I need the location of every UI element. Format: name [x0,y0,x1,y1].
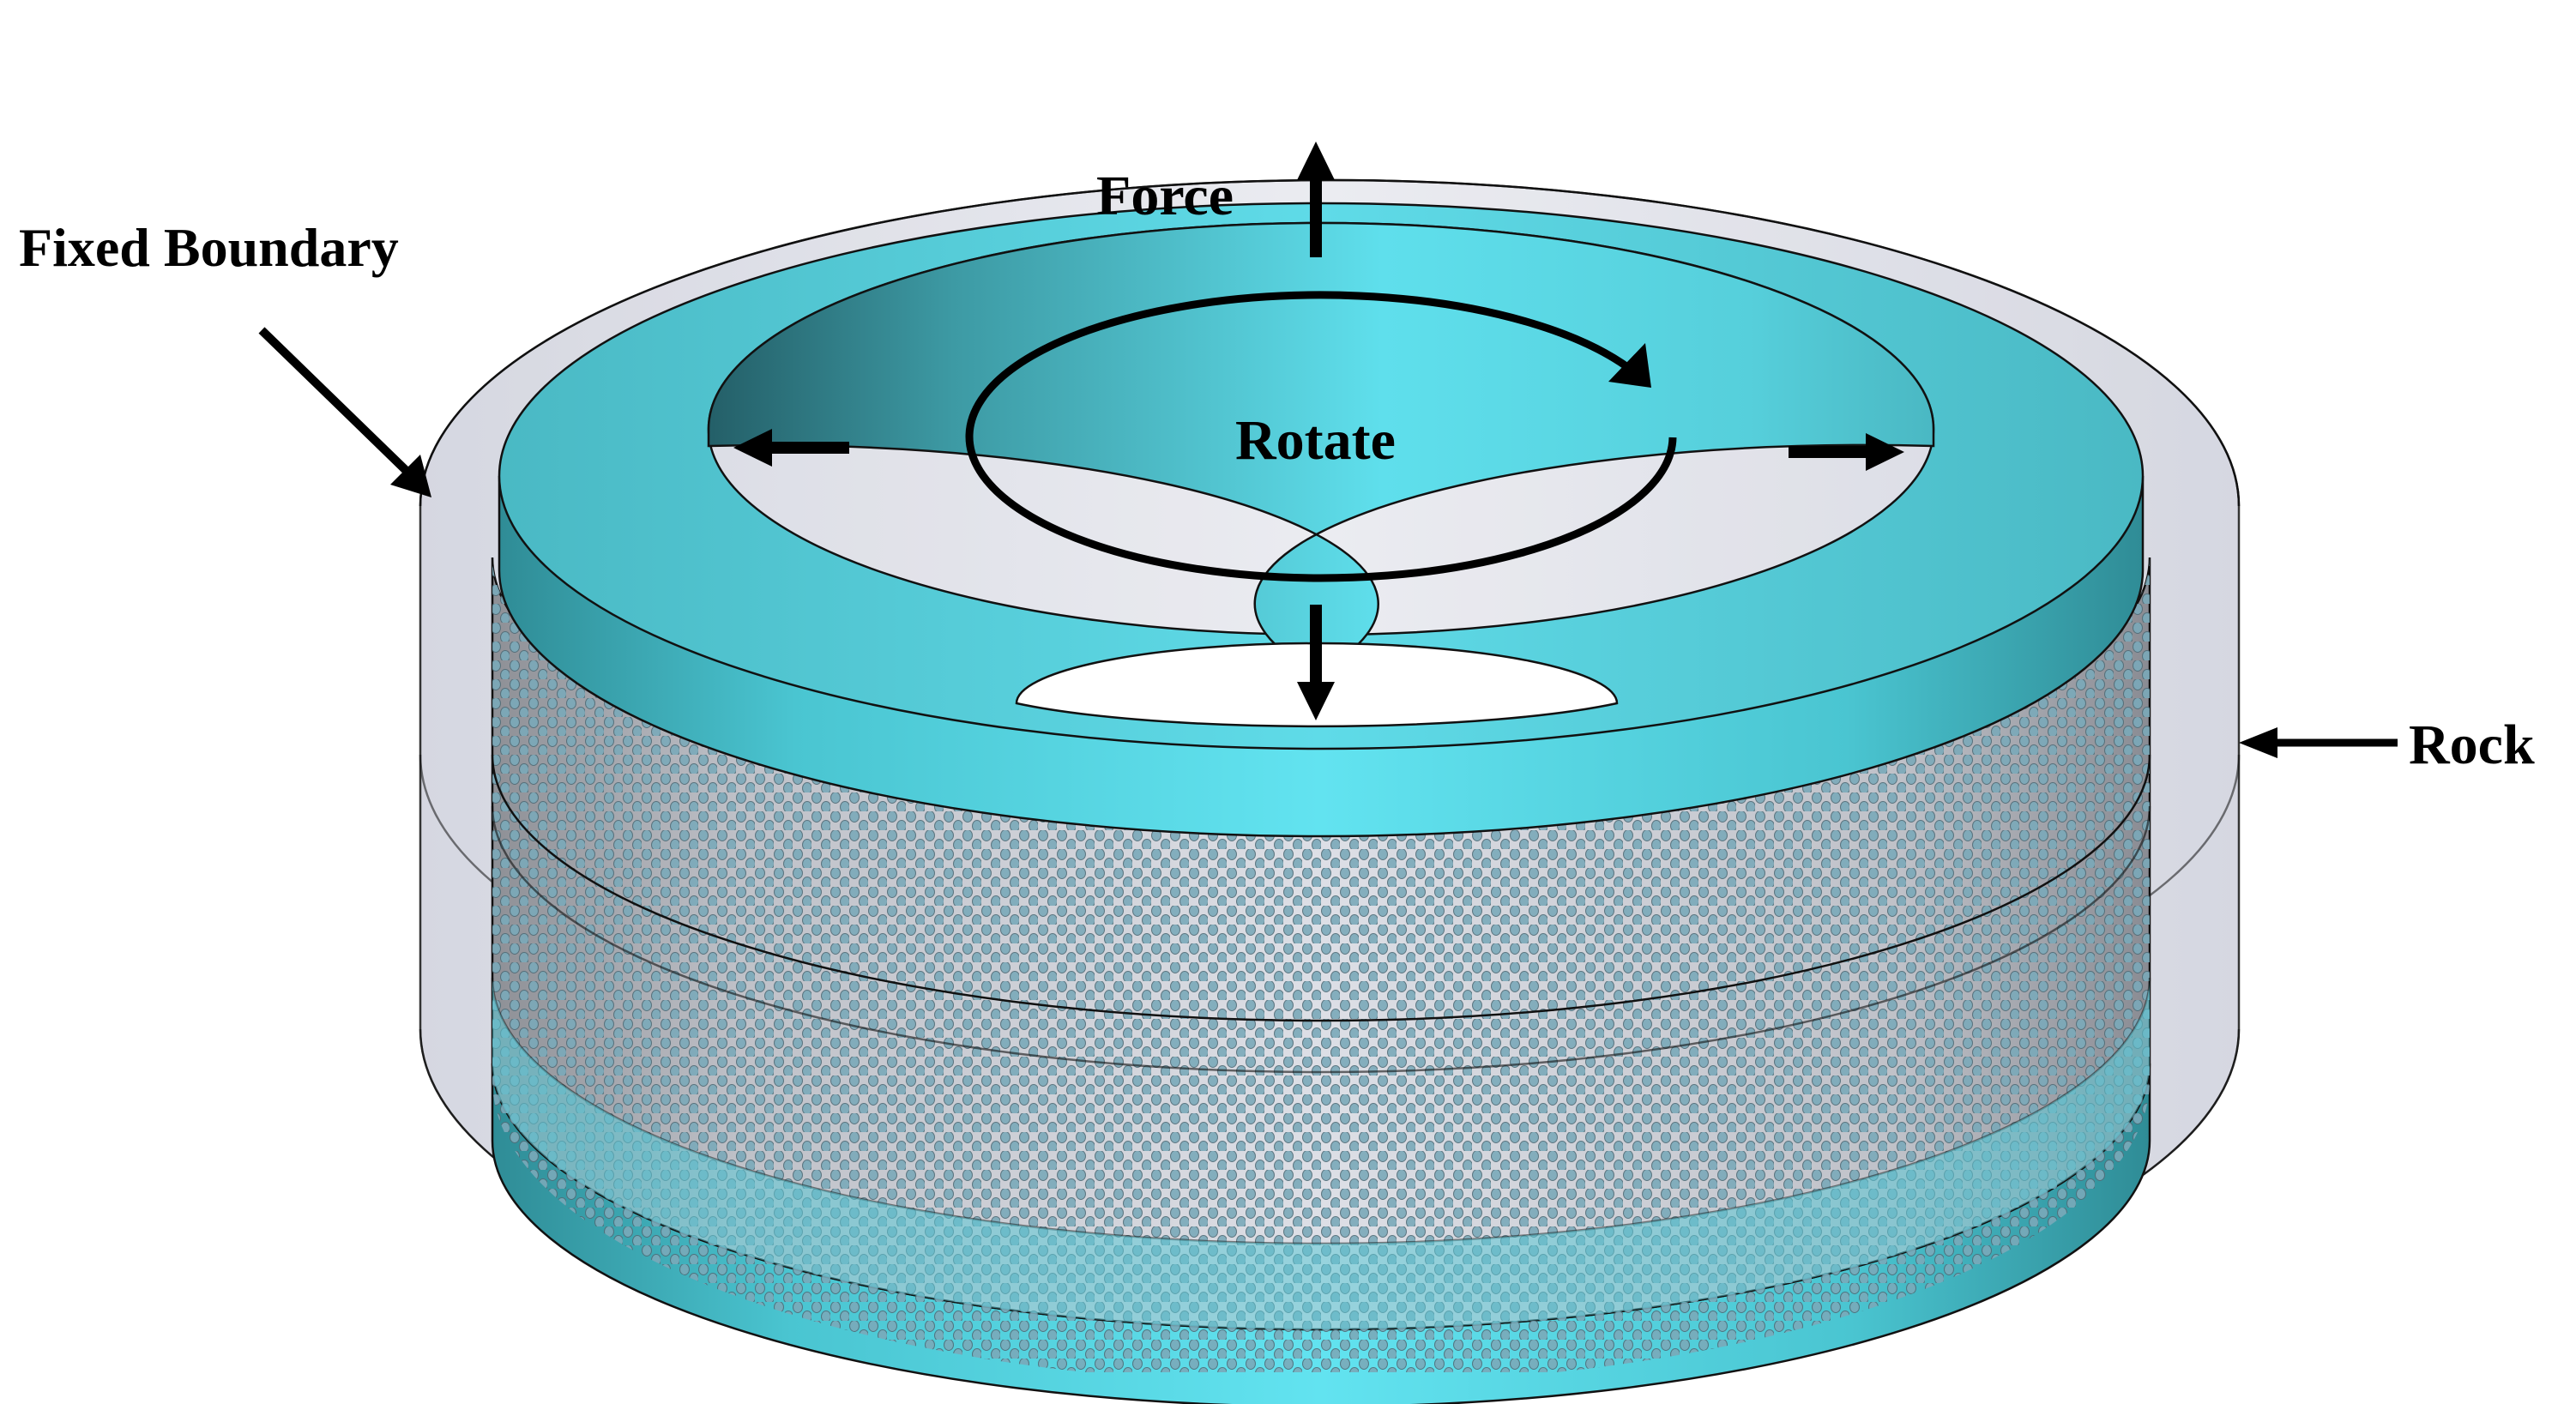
label-rock: Rock [2409,714,2535,776]
label-rotate: Rotate [1235,409,1396,472]
top-cyan-ring [498,202,2145,838]
fixed-boundary-pointer [258,327,431,497]
label-fixed-boundary: Fixed Boundary [19,217,399,278]
force-arrow-down [1297,605,1335,720]
label-force: Force [1096,165,1234,227]
rotate-arrow [965,291,1677,582]
force-arrow-left [733,429,849,467]
force-arrows [733,142,1904,720]
force-arrow-up [1297,142,1335,257]
force-arrow-right [1789,433,1904,471]
rock-pointer [2239,727,2398,758]
